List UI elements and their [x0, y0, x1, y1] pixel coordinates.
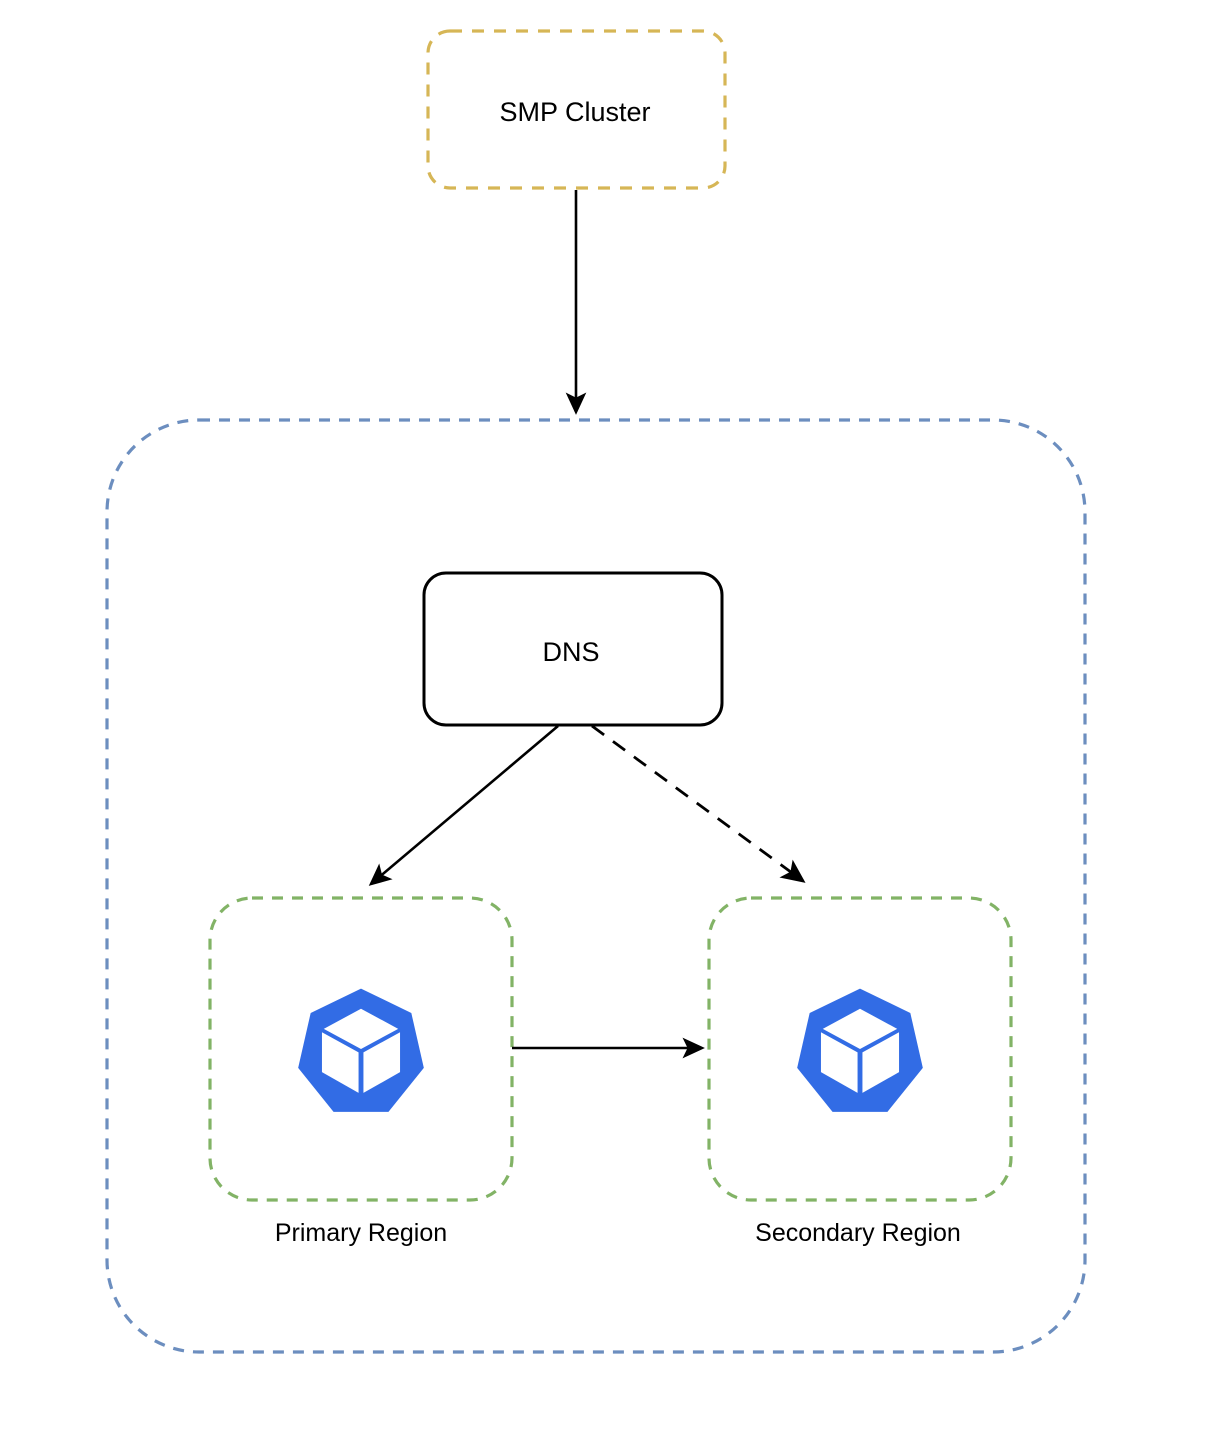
- edge-dns-to-secondary[interactable]: [591, 724, 806, 883]
- smp-cluster-box[interactable]: [426, 29, 727, 190]
- dns-box[interactable]: [422, 571, 724, 727]
- edge-dns-to-primary[interactable]: [368, 725, 559, 886]
- dns-label: DNS: [542, 637, 600, 667]
- primary-region-label: Primary Region: [274, 1219, 448, 1247]
- secondary-region-label: Secondary Region: [755, 1219, 961, 1247]
- kubernetes-icon: [797, 988, 923, 1112]
- kubernetes-icon: [298, 988, 424, 1112]
- smp-cluster-label: SMP Cluster: [499, 97, 651, 127]
- platform-boundary-box[interactable]: [105, 418, 1087, 1354]
